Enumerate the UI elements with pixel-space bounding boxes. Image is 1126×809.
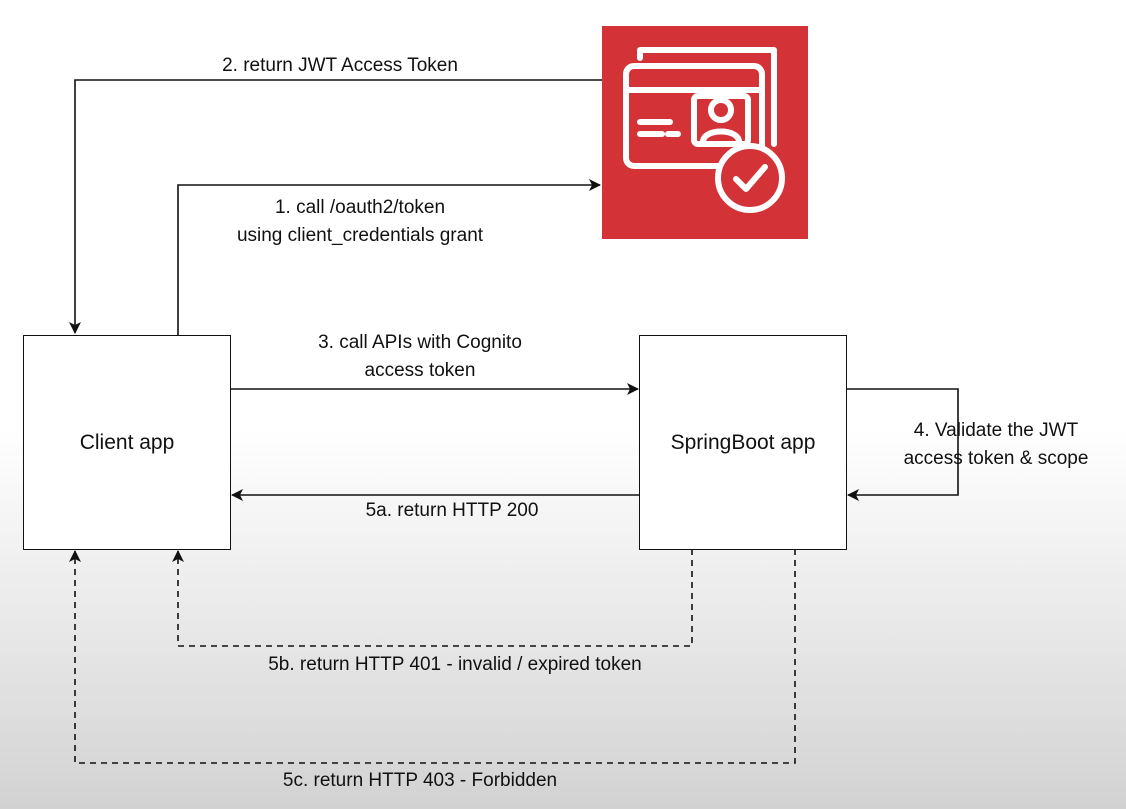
client-app-label: Client app (79, 430, 175, 454)
edge-step3-label: 3. call APIs with Cognito access token (270, 329, 570, 385)
edge-step5a-text: 5a. return HTTP 200 (365, 500, 539, 521)
edge-step5b-text: 5b. return HTTP 401 - invalid / expired … (268, 654, 642, 675)
edge-step3-text-line2: access token (364, 360, 476, 381)
edge-step3-text-line1: 3. call APIs with Cognito (318, 332, 522, 353)
springboot-app-node: SpringBoot app (639, 335, 847, 550)
edge-step4-text-line2: access token & scope (903, 448, 1089, 469)
edge-step1-label: 1. call /oauth2/token using client_crede… (200, 194, 520, 250)
edge-step5c-arrow (69, 549, 796, 764)
springboot-app-label: SpringBoot app (670, 430, 816, 454)
edge-step2-text: 2. return JWT Access Token (222, 55, 458, 76)
edge-step1-text-line1: 1. call /oauth2/token (274, 197, 446, 218)
edge-step4-label: 4. Validate the JWT access token & scope (886, 417, 1106, 473)
edge-step5c-label: 5c. return HTTP 403 - Forbidden (255, 767, 585, 795)
edge-step5b-arrow (172, 549, 693, 647)
edge-step1-text-line2: using client_credentials grant (236, 225, 484, 246)
edge-step4-text-line1: 4. Validate the JWT (913, 420, 1079, 441)
id-card-check-icon (623, 47, 785, 213)
edge-step5b-label: 5b. return HTTP 401 - invalid / expired … (235, 651, 675, 679)
edge-step4-arrow (846, 388, 959, 501)
edge-step5c-text: 5c. return HTTP 403 - Forbidden (282, 770, 558, 791)
edge-step5a-label: 5a. return HTTP 200 (332, 497, 572, 525)
edge-step2-arrow (69, 79, 602, 334)
cognito-user-pool-icon (602, 26, 808, 239)
client-app-node: Client app (23, 335, 231, 550)
edge-step1-arrow (177, 179, 601, 335)
edge-step2-label: 2. return JWT Access Token (190, 52, 490, 80)
